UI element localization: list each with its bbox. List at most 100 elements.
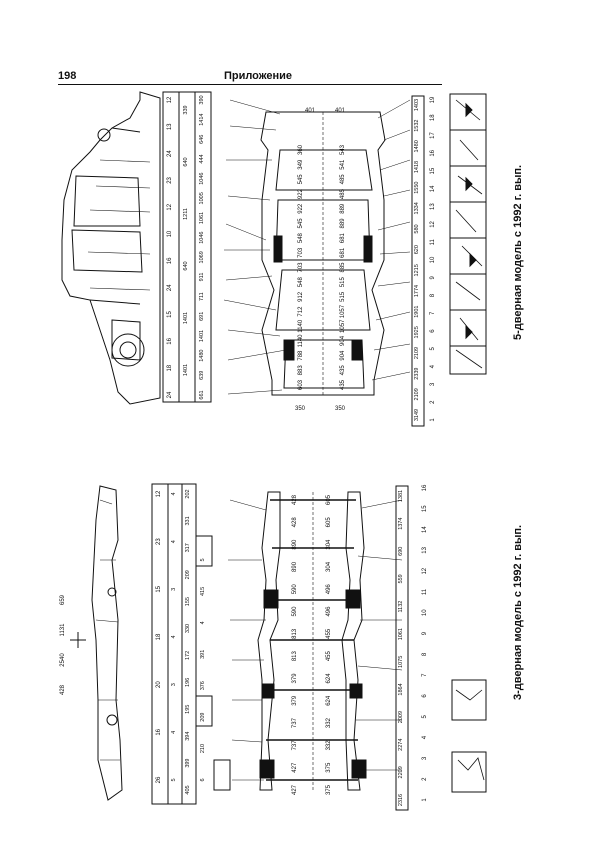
spec-value: 172 xyxy=(185,651,191,660)
spec-code: 16 xyxy=(167,257,173,264)
dim-frame: 455 xyxy=(326,650,332,661)
ref-number: 16 xyxy=(422,484,428,491)
spec-value: 1046 xyxy=(199,232,205,244)
dim-right: 690 xyxy=(398,547,404,556)
spec-code: 18 xyxy=(156,633,162,640)
ref-number: 14 xyxy=(422,526,428,533)
dim-frame: 737 xyxy=(292,740,298,751)
spec-value: 210 xyxy=(200,744,206,753)
dim-top-row: 401 xyxy=(305,108,316,114)
dim-frame: 496 xyxy=(326,606,332,617)
dim-right: 1132 xyxy=(398,601,404,613)
dim-frame: 605 xyxy=(326,517,332,528)
dim-frame: 590 xyxy=(292,584,298,595)
dim-frame: 428 xyxy=(292,494,298,505)
spec-value: 1061 xyxy=(199,212,205,224)
ref-number: 8 xyxy=(422,652,428,656)
dim-right: 2109 xyxy=(414,347,420,359)
static-art xyxy=(61,91,487,811)
spec-code: 16 xyxy=(167,337,173,344)
dim-body: 545 xyxy=(298,218,304,229)
dim-frame: 624 xyxy=(326,673,332,684)
dim-body: 545 xyxy=(298,174,304,185)
dim-right: 2009 xyxy=(398,711,404,723)
spec-value: 1069 xyxy=(199,251,205,263)
spec-value: 195 xyxy=(185,705,191,714)
spec-code: 24 xyxy=(167,284,173,291)
ref-number: 1 xyxy=(422,798,428,802)
dim-body: 485 xyxy=(340,174,346,185)
ref-number: 5 xyxy=(422,714,428,718)
dim-right: 1374 xyxy=(398,518,404,530)
spec-value: 661 xyxy=(199,390,205,399)
ref-number: 7 xyxy=(430,311,436,315)
spec-value: 4 xyxy=(171,492,177,495)
dim-right: 1381 xyxy=(398,490,404,502)
ref-number: 9 xyxy=(430,275,436,279)
spec-value: 209 xyxy=(185,570,191,579)
dim-body: 885 xyxy=(340,262,346,273)
ref-number: 11 xyxy=(430,238,436,245)
spec-code: 12 xyxy=(167,203,173,210)
spec-value: 202 xyxy=(185,489,191,498)
dim-frame: 332 xyxy=(326,717,332,728)
dim-body: 904 xyxy=(340,335,346,346)
dim-right: 1864 xyxy=(398,683,404,695)
spec-value: 155 xyxy=(185,597,191,606)
ref-number: 2 xyxy=(422,777,428,781)
spec-value: 640 xyxy=(183,261,189,270)
dim-right: 1901 xyxy=(414,306,420,318)
spec-code: 18 xyxy=(167,364,173,371)
dim-body: 360 xyxy=(298,144,304,155)
spec-value: 339 xyxy=(183,105,189,114)
plan-view-3door xyxy=(228,491,403,791)
dim-body: 883 xyxy=(298,365,304,376)
spec-value: 376 xyxy=(200,681,206,690)
spec-value: 1414 xyxy=(199,114,205,126)
dim-body: 681 xyxy=(340,232,346,243)
header-rule xyxy=(58,84,442,85)
spec-value: 3 xyxy=(171,588,177,591)
ref-number: 16 xyxy=(430,149,436,156)
right-column-5door xyxy=(411,93,487,427)
dim-body: 1057 xyxy=(340,304,346,318)
dim-body: 349 xyxy=(298,159,304,170)
dim-frame: 304 xyxy=(326,539,332,550)
spec-code: 24 xyxy=(167,391,173,398)
dim-frame: 427 xyxy=(292,762,298,773)
dim-frame: 737 xyxy=(292,717,298,728)
dim-body: 548 xyxy=(298,232,304,243)
spec-value: 646 xyxy=(199,135,205,144)
dim-frame: 375 xyxy=(326,784,332,795)
spec-code: 26 xyxy=(156,776,162,783)
dim-body: 1140 xyxy=(298,319,304,333)
side-view-5door xyxy=(61,91,161,405)
spec-code: 16 xyxy=(156,728,162,735)
dim-body: 681 xyxy=(340,247,346,258)
dim-frame: 813 xyxy=(292,650,298,661)
spec-value: 405 xyxy=(185,785,191,794)
dim-bottom-row: 350 xyxy=(295,406,306,412)
dim-frame: 890 xyxy=(292,561,298,572)
dim-body: 548 xyxy=(298,277,304,288)
right-column-3door xyxy=(395,485,487,811)
spec-value: 1401 xyxy=(183,312,189,324)
dim-bottom-row: 350 xyxy=(335,406,346,412)
page-title: Приложение xyxy=(223,70,293,82)
dim-right: 1925 xyxy=(414,326,420,338)
dim-right: 2109 xyxy=(414,388,420,400)
dim-body: 1057 xyxy=(340,319,346,333)
plan-view-5door xyxy=(223,99,411,396)
dim-body: 889 xyxy=(340,218,346,229)
dim-right: 1075 xyxy=(398,656,404,668)
dim-body: 541 xyxy=(340,159,346,170)
ref-number: 4 xyxy=(430,364,436,368)
ref-number: 6 xyxy=(430,329,436,333)
dim-body: 922 xyxy=(298,188,304,199)
ref-number: 3 xyxy=(422,756,428,760)
dim-right: 1532 xyxy=(414,120,420,132)
spec-value: 196 xyxy=(185,678,191,687)
spec-value: 331 xyxy=(185,516,191,525)
dim-body: 1140 xyxy=(298,334,304,348)
dim-right: 2209 xyxy=(398,766,404,778)
